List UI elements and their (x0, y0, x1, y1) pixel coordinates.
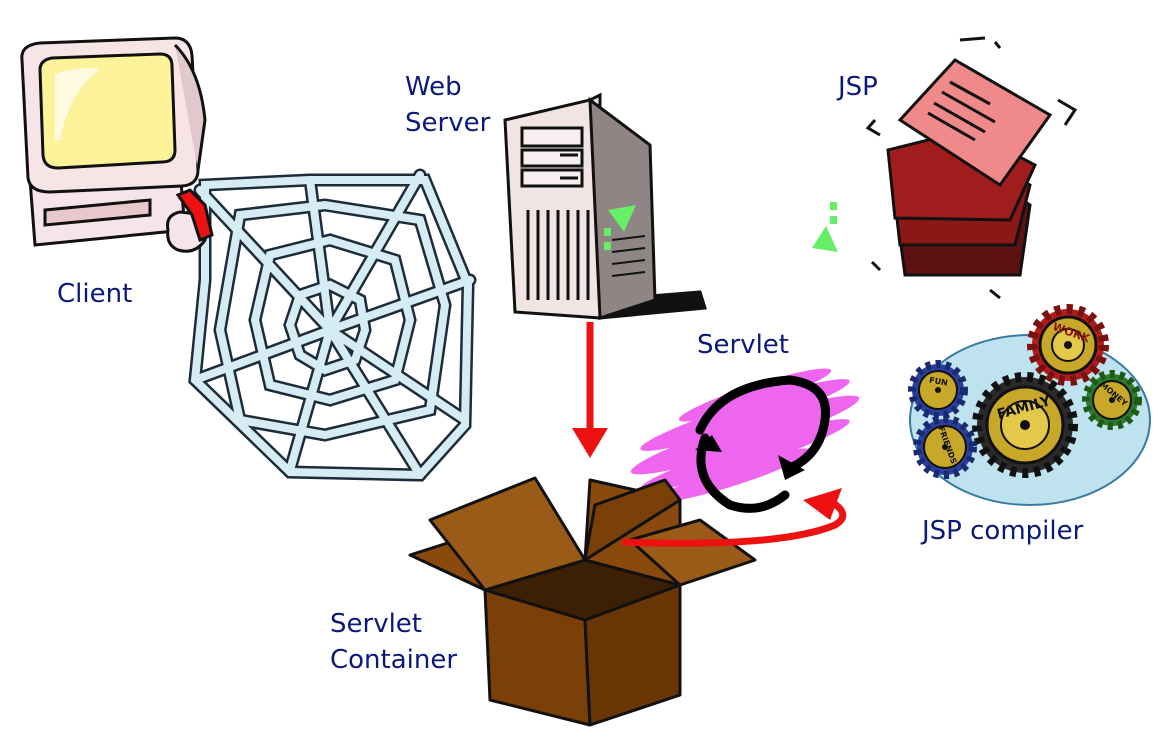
spider-web-icon (188, 168, 477, 482)
server-tower-icon (503, 92, 707, 321)
servlet-spin-icon (630, 368, 860, 513)
jsp-compiler-label: JSP compiler (922, 516, 1084, 546)
gear-family (972, 372, 1078, 478)
gear-money (1082, 370, 1142, 430)
documents-icon (865, 36, 1078, 300)
arrow-server-to-container (572, 322, 608, 458)
jsp-label: JSP (838, 72, 878, 102)
web-server-label-line1: Web (405, 72, 462, 102)
signal-icon (604, 202, 838, 252)
servlet-label: Servlet (697, 330, 789, 360)
gear-friends (913, 415, 977, 479)
gear-label-fun: FUN (928, 375, 948, 387)
gears-icon: FAMILY WORK MONEY FUN FRIENDS (908, 304, 1151, 506)
computer-icon (20, 36, 214, 253)
box-icon (408, 476, 757, 727)
servlet-container-label-line1: Servlet (330, 609, 422, 639)
web-server-label-line2: Server (405, 108, 491, 138)
arrow-compiler-to-servlet (621, 488, 847, 547)
gear-fun (908, 360, 968, 420)
gear-work (1027, 304, 1109, 386)
client-label: Client (57, 279, 133, 309)
servlet-container-label-line2: Container (330, 645, 458, 675)
